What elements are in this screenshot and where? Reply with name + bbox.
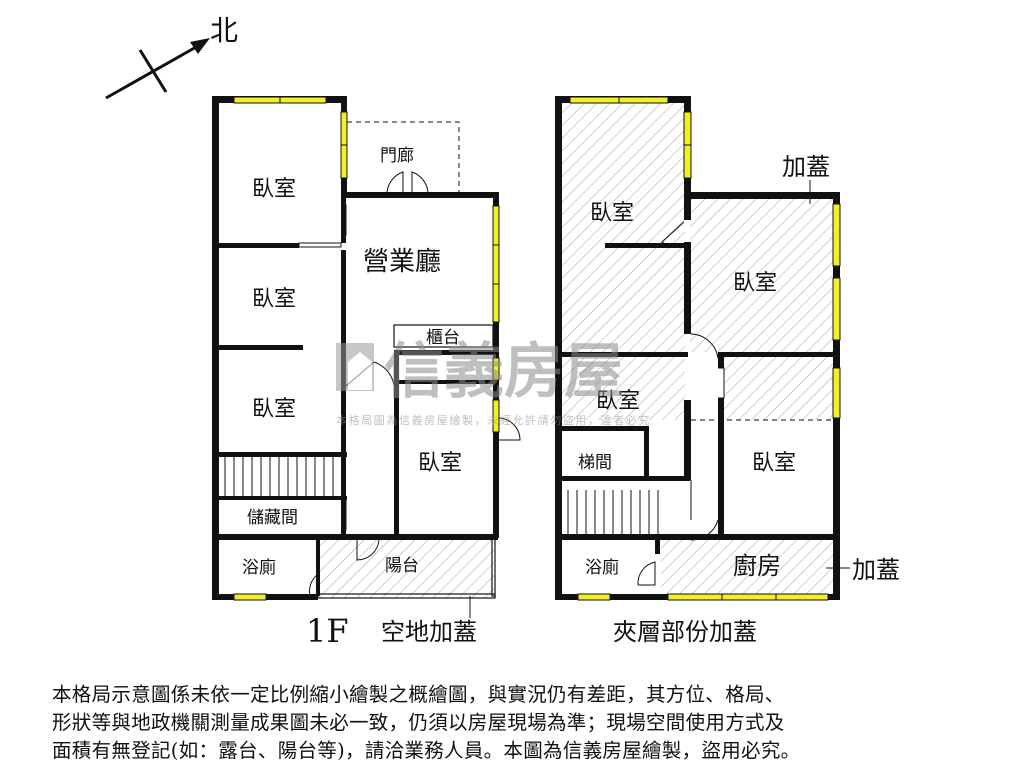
- room-label-bathroom: 浴廁: [242, 557, 276, 578]
- room-label-balcony: 陽台: [385, 556, 419, 576]
- room-label-bedroom-3: 臥室: [252, 397, 296, 422]
- disclaimer-text: 本格局示意圖係未依一定比例縮小繪製之概繪圖，與實況仍有差距，其方位、格局、 形狀…: [52, 681, 982, 765]
- balcony-area: [318, 540, 494, 598]
- mezz-addition-label-bottom: 加蓋: [852, 556, 900, 584]
- mezz-room-label-bedroom-3: 臥室: [596, 389, 640, 414]
- stairs-mezzanine: [567, 490, 659, 534]
- watermark-brand: 信義房屋: [384, 337, 624, 407]
- watermark: 信義房屋 本格局圖為信義房屋繪製，未經允許請勿盜用，違者必究: [336, 337, 651, 427]
- disclaimer-line-2: 形狀等與地政機關測量成果圖未必一致，仍須以房屋現場為準；現場空間使用方式及: [52, 711, 785, 734]
- room-label-bedroom-4: 臥室: [418, 451, 462, 476]
- mezz-room-label-stairs: 梯間: [578, 453, 612, 473]
- note-vacant-land-addition: 空地加蓋: [381, 618, 477, 646]
- mezz-caption: 夾層部份加蓋: [613, 618, 757, 646]
- room-label-storage: 儲藏間: [247, 508, 298, 528]
- room-label-counter: 櫃台: [426, 328, 460, 348]
- room-label-business-hall: 營業廳: [363, 247, 441, 277]
- plan-mezzanine: 臥室 臥室 臥室 臥室 梯間 浴廁 廚房 加蓋 加蓋 夾層部份加蓋: [555, 96, 900, 646]
- room-label-bedroom-2: 臥室: [252, 287, 296, 312]
- floor-label-1f: 1F: [306, 612, 349, 650]
- disclaimer-line-1: 本格局示意圖係未依一定比例縮小繪製之概繪圖，與實況仍有差距，其方位、格局、: [52, 683, 785, 706]
- mezz-room-label-bedroom-4: 臥室: [752, 451, 796, 476]
- room-label-bedroom-1: 臥室: [252, 177, 296, 202]
- plan-1f: 臥室 臥室 臥室 臥室 門廊 營業廳 櫃台 儲藏間 浴廁 陽台 1F 空地加蓋: [212, 96, 521, 650]
- mezz-room-label-kitchen: 廚房: [733, 552, 781, 580]
- watermark-fine-print: 本格局圖為信義房屋繪製，未經允許請勿盜用，違者必究: [336, 413, 651, 427]
- mezz-room-label-bathroom: 浴廁: [585, 557, 619, 578]
- mezz-hatch-left: [561, 102, 685, 352]
- mezz-room-label-bedroom-1: 臥室: [590, 201, 634, 226]
- compass-north-label: 北: [210, 14, 238, 47]
- mezz-addition-label-top: 加蓋: [782, 153, 830, 181]
- floor-plan-drawing: 北: [105, 14, 900, 650]
- disclaimer-line-3: 面積有無登記(如：露台、陽台等)，請洽業務人員。本圖為信義房屋繪製，盜用必究。: [52, 739, 801, 762]
- stairs-1f: [224, 457, 334, 496]
- mezz-room-label-bedroom-2: 臥室: [733, 271, 777, 296]
- room-label-porch: 門廊: [380, 146, 414, 166]
- north-compass: 北: [105, 14, 238, 100]
